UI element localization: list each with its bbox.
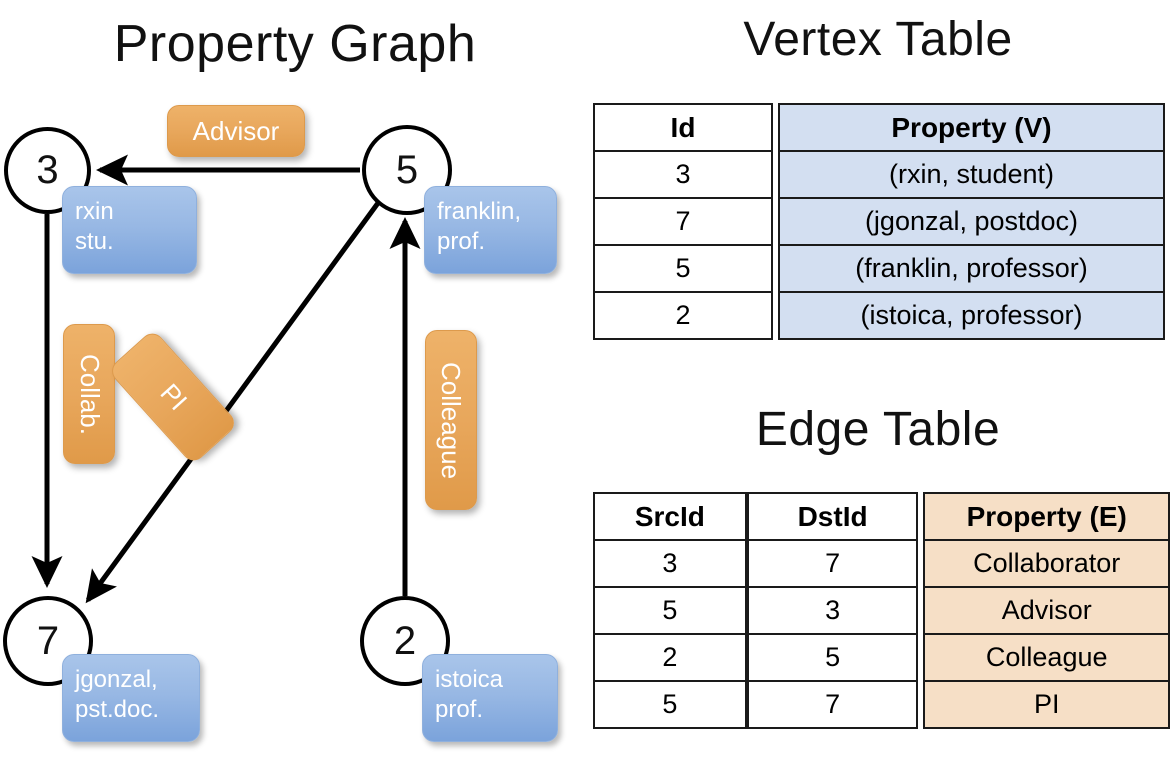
edge-cell-property: PI [923,680,1170,729]
property-graph-diagram: 3 5 7 2 rxin stu. franklin, prof. jgonza… [3,105,558,742]
edge-cell-property: Collaborator [923,539,1170,588]
graph-node-5[interactable]: 5 [362,125,452,215]
table-row: 3 [746,586,919,635]
table-row: (jgonzal, postdoc) [778,197,1165,246]
property-box-franklin-line2: prof. [437,228,486,255]
property-box-istoica[interactable]: istoica prof. [422,654,558,742]
edge-header-dstid: DstId [746,492,919,541]
edge-cell-srcid: 3 [593,539,747,588]
vertex-table-property-column: Property (V) (rxin, student) (jgonzal, p… [778,103,1165,340]
edge-table: SrcId 3 5 2 5 DstId 7 3 5 7 [593,492,1170,729]
page-title-property-graph: Property Graph [113,15,477,73]
table-row: 3 [593,150,773,199]
property-box-franklin[interactable]: franklin, prof. [424,186,557,274]
table-row: (franklin, professor) [778,244,1165,293]
edge-label-collab-text: Collab. [74,353,105,435]
edge-cell-property: Colleague [923,633,1170,682]
vertex-header-id: Id [593,103,773,152]
edge-label-colleague[interactable]: Colleague [425,330,477,510]
table-row: 7 [746,539,919,588]
table-header-row: Property (E) [923,492,1170,541]
vertex-cell-id: 2 [593,291,773,340]
table-header-row: DstId [746,492,919,541]
table-row: Collaborator [923,539,1170,588]
vertex-cell-id: 7 [593,197,773,246]
edge-label-collab[interactable]: Collab. [63,324,115,464]
graph-node-2[interactable]: 2 [360,596,450,686]
edge-cell-srcid: 2 [593,633,747,682]
table-header-row: Id [593,103,773,152]
graph-node-3-label: 3 [36,148,59,192]
page-title-vertex-table: Vertex Table [743,13,1013,66]
property-box-jgonzal-line2: pst.doc. [75,696,160,723]
page-title-edge-table: Edge Table [755,403,1001,456]
table-row: 5 [593,244,773,293]
edge-label-advisor[interactable]: Advisor [167,105,305,157]
property-box-istoica-line1: istoica [435,666,504,693]
table-row: 5 [593,586,747,635]
vertex-table-id-column: Id 3 7 5 2 [593,103,773,340]
table-row: (rxin, student) [778,150,1165,199]
edge-table-dstid-column: DstId 7 3 5 7 [746,492,919,729]
property-box-istoica-line2: prof. [435,696,484,723]
edge-table-srcid-column: SrcId 3 5 2 5 [593,492,747,729]
graph-node-2-label: 2 [393,618,417,663]
property-box-rxin-line2: stu. [75,228,114,255]
edge-cell-dstid: 7 [746,680,919,729]
vertex-cell-property: (jgonzal, postdoc) [778,197,1165,246]
table-row: Colleague [923,633,1170,682]
edge-header-property: Property (E) [923,492,1170,541]
table-row: 5 [593,680,747,729]
property-box-rxin[interactable]: rxin stu. [62,186,197,274]
table-row: 7 [593,197,773,246]
table-row: 7 [746,680,919,729]
vertex-cell-property: (franklin, professor) [778,244,1165,293]
vertex-cell-property: (istoica, professor) [778,291,1165,340]
table-row: 2 [593,291,773,340]
table-header-row: SrcId [593,492,747,541]
vertex-cell-id: 3 [593,150,773,199]
edge-cell-dstid: 7 [746,539,919,588]
table-row: PI [923,680,1170,729]
graph-node-7-label: 7 [36,618,60,663]
edge-cell-dstid: 5 [746,633,919,682]
vertex-table: Id 3 7 5 2 Property (V) (rxin, student) … [593,103,1165,340]
table-header-row: Property (V) [778,103,1165,152]
property-box-jgonzal[interactable]: jgonzal, pst.doc. [62,654,200,742]
edge-cell-srcid: 5 [593,680,747,729]
vertex-cell-property: (rxin, student) [778,150,1165,199]
edge-5-to-7 [85,201,381,604]
graph-edge-lines [31,154,421,604]
table-row: Advisor [923,586,1170,635]
vertex-cell-id: 5 [593,244,773,293]
edge-label-colleague-text: Colleague [436,361,467,479]
edge-table-property-column: Property (E) Collaborator Advisor Collea… [923,492,1170,729]
edge-label-advisor-text: Advisor [192,115,280,146]
property-box-rxin-line1: rxin [75,198,114,225]
edge-label-pi-text: PI [153,377,193,416]
table-row: (istoica, professor) [778,291,1165,340]
property-box-franklin-line1: franklin, [437,198,522,225]
table-row: 2 [593,633,747,682]
table-row: 3 [593,539,747,588]
vertex-header-property: Property (V) [778,103,1165,152]
property-box-jgonzal-line1: jgonzal, [75,666,158,693]
table-row: 5 [746,633,919,682]
edge-cell-dstid: 3 [746,586,919,635]
graph-node-5-label: 5 [395,147,419,192]
edge-cell-property: Advisor [923,586,1170,635]
edge-header-srcid: SrcId [593,492,747,541]
edge-cell-srcid: 5 [593,586,747,635]
